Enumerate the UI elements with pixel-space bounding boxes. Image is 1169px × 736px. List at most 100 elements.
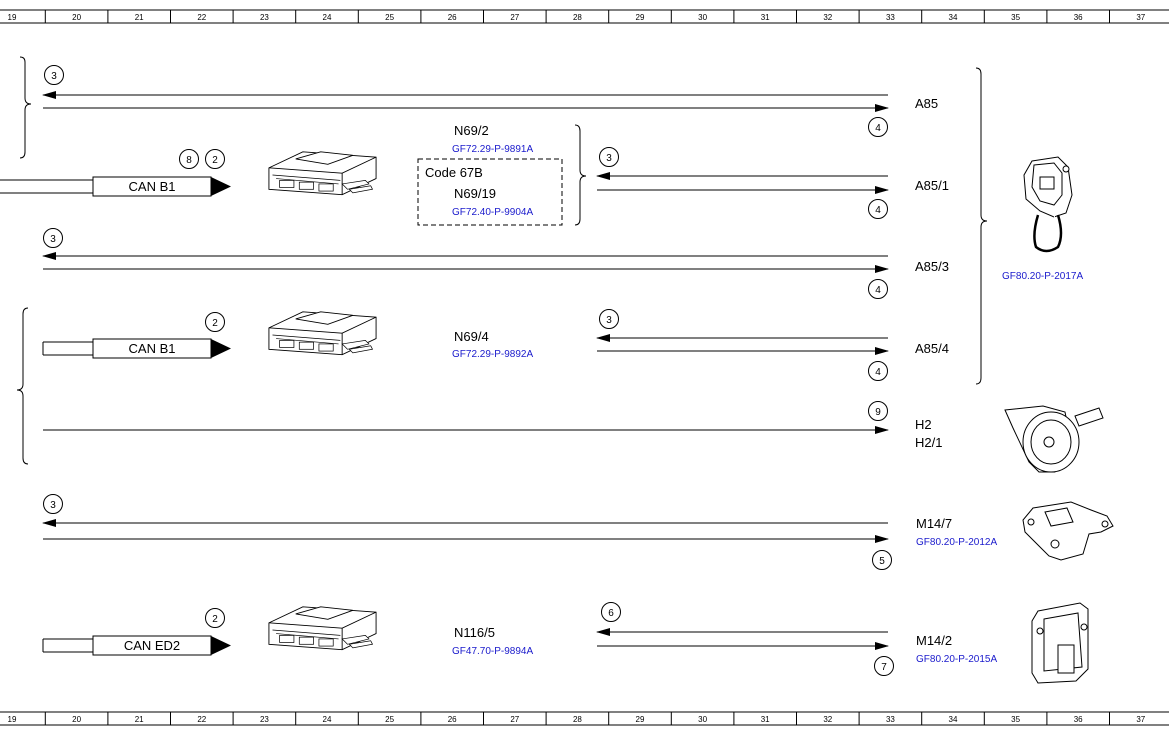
top-ruler [0, 9, 1169, 24]
m14-7-actuator-image [1022, 501, 1114, 561]
signal-badge: 3 [43, 494, 63, 514]
n69-2-module-image [268, 151, 377, 196]
top-ruler-number: 25 [385, 13, 394, 22]
signal-badge: 4 [868, 279, 888, 299]
code-67b-label: Code 67B [425, 165, 483, 180]
signal-badge: 3 [599, 147, 619, 167]
bottom-ruler-number: 34 [949, 715, 958, 724]
bottom-ruler-number: 33 [886, 715, 895, 724]
bottom-ruler-number: 21 [135, 715, 144, 724]
m14-2-ref[interactable]: GF80.20-P-2015A [916, 654, 997, 665]
module-brace [574, 124, 587, 226]
bottom-ruler-number: 24 [323, 715, 332, 724]
top-ruler-number: 23 [260, 13, 269, 22]
signal-badge: 5 [872, 550, 892, 570]
svg-text:2: 2 [212, 155, 218, 166]
svg-text:8: 8 [186, 155, 192, 166]
bottom-ruler-number: 35 [1011, 715, 1020, 724]
a85-4-label: A85/4 [915, 341, 949, 356]
svg-text:3: 3 [50, 500, 56, 511]
top-ruler-number: 30 [698, 13, 707, 22]
code-67b-box [417, 158, 563, 226]
signal-badge: 4 [868, 199, 888, 219]
can-b1-mid-bus [42, 338, 231, 359]
bottom-ruler-number: 29 [636, 715, 645, 724]
signal-badge: 2 [205, 608, 225, 628]
bottom-ruler-number: 36 [1074, 715, 1083, 724]
h2-label: H2 [915, 417, 932, 432]
svg-text:7: 7 [881, 662, 887, 673]
svg-text:4: 4 [875, 367, 881, 378]
n69-2-ref[interactable]: GF72.29-P-9891A [452, 144, 533, 155]
a85-component-image [1023, 156, 1073, 253]
n69-2-label: N69/2 [454, 123, 489, 138]
signal-badge: 9 [868, 401, 888, 421]
top-ruler-number: 19 [8, 13, 17, 22]
n116-5-module-image [268, 606, 377, 651]
m14-2-label: M14/2 [916, 633, 952, 648]
n69-19-ref[interactable]: GF72.40-P-9904A [452, 207, 533, 218]
top-ruler-number: 37 [1136, 13, 1145, 22]
bottom-ruler-number: 22 [197, 715, 206, 724]
m14-7-label: M14/7 [916, 516, 952, 531]
svg-text:4: 4 [875, 123, 881, 134]
top-ruler-number: 21 [135, 13, 144, 22]
bottom-ruler-number: 37 [1136, 715, 1145, 724]
m14-7-ref[interactable]: GF80.20-P-2012A [916, 537, 997, 548]
n69-4-label: N69/4 [454, 329, 489, 344]
signal-badge: 4 [868, 117, 888, 137]
bottom-ruler-number: 25 [385, 715, 394, 724]
svg-text:3: 3 [50, 234, 56, 245]
svg-text:3: 3 [606, 153, 612, 164]
a85-ref[interactable]: GF80.20-P-2017A [1002, 271, 1083, 282]
n69-4-ref[interactable]: GF72.29-P-9892A [452, 349, 533, 360]
bottom-ruler-number: 28 [573, 715, 582, 724]
bottom-ruler-number: 19 [8, 715, 17, 724]
top-ruler-number: 36 [1074, 13, 1083, 22]
svg-text:6: 6 [608, 608, 614, 619]
n69-19-label: N69/19 [454, 186, 496, 201]
n116-5-ref[interactable]: GF47.70-P-9894A [452, 646, 533, 657]
signal-badge: 3 [599, 309, 619, 329]
svg-text:5: 5 [879, 556, 885, 567]
top-ruler-number: 34 [949, 13, 958, 22]
signal-badge: 6 [601, 602, 621, 622]
top-ruler-number: 26 [448, 13, 457, 22]
svg-text:3: 3 [606, 315, 612, 326]
a85-brace [975, 67, 988, 385]
bottom-ruler-number: 27 [510, 715, 519, 724]
svg-text:4: 4 [875, 285, 881, 296]
top-ruler-number: 33 [886, 13, 895, 22]
h2-horn-image [1004, 405, 1104, 473]
top-ruler-number: 35 [1011, 13, 1020, 22]
svg-text:9: 9 [875, 407, 881, 418]
top-ruler-number: 20 [72, 13, 81, 22]
can-b1-top-label: CAN B1 [129, 179, 176, 194]
signal-badge: 2 [205, 149, 225, 169]
bottom-ruler-number: 30 [698, 715, 707, 724]
signal-badge: 3 [44, 65, 64, 85]
svg-text:2: 2 [212, 318, 218, 329]
n116-5-label: N116/5 [454, 625, 495, 640]
bottom-ruler-number: 23 [260, 715, 269, 724]
h2-1-label: H2/1 [915, 435, 942, 450]
signal-badge: 4 [868, 361, 888, 381]
m14-2-actuator-image [1031, 602, 1089, 684]
can-ed2-bus [42, 635, 231, 656]
top-ruler-number: 29 [636, 13, 645, 22]
a85-1-label: A85/1 [915, 178, 949, 193]
left-brace-top [19, 56, 32, 159]
bottom-ruler-number: 26 [448, 715, 457, 724]
bottom-ruler-number: 31 [761, 715, 770, 724]
a85-label: A85 [915, 96, 938, 111]
bottom-ruler-number: 32 [823, 715, 832, 724]
can-ed2-label: CAN ED2 [124, 638, 180, 653]
svg-text:4: 4 [875, 205, 881, 216]
top-ruler-number: 31 [761, 13, 770, 22]
n69-4-module-image [268, 311, 377, 356]
left-brace-mid [16, 307, 29, 465]
svg-text:3: 3 [51, 71, 57, 82]
can-b1-top-bus [0, 176, 231, 197]
bottom-ruler [0, 711, 1169, 726]
